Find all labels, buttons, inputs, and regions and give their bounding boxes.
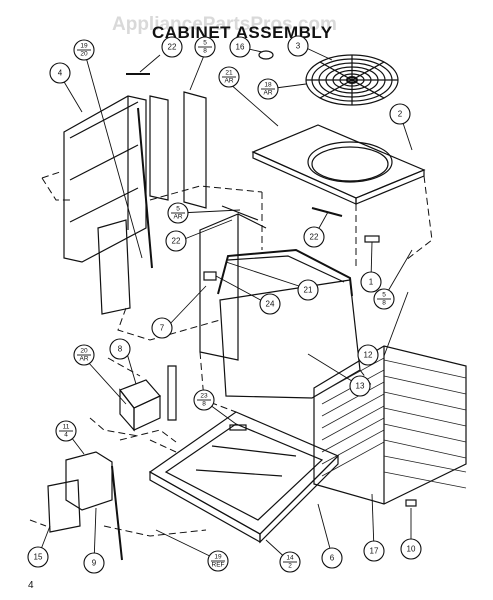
svg-text:18: 18 [264,82,272,89]
svg-text:16: 16 [236,43,245,52]
callout-4: 4 [49,62,71,84]
svg-text:8: 8 [118,345,123,354]
svg-text:2: 2 [398,110,403,119]
callout-22: 22 [161,36,183,58]
top-cover [251,124,426,205]
front-panel [63,95,153,269]
callout-22-right: 22 [303,226,325,248]
callout-3: 3 [287,35,309,57]
svg-text:21: 21 [225,70,233,77]
callout-14-2: 14 2 [279,551,301,573]
svg-text:21: 21 [304,286,313,295]
svg-text:17: 17 [370,547,379,556]
callout-22-left: 22 [165,230,187,252]
svg-text:3: 3 [296,42,301,51]
svg-text:4: 4 [64,432,68,439]
side-panels [97,91,267,361]
svg-text:8: 8 [382,300,386,307]
svg-text:14: 14 [286,555,294,562]
svg-text:REF: REF [212,562,225,569]
base-pan [148,411,340,544]
svg-text:AR: AR [224,78,233,85]
svg-text:6: 6 [330,554,335,563]
svg-text:9: 9 [92,559,97,568]
svg-text:24: 24 [266,300,275,309]
callout-8: 8 [109,338,131,360]
svg-text:22: 22 [310,233,319,242]
callout-19-20: 19 20 [73,39,95,61]
capacitor [167,365,177,421]
svg-text:4: 4 [58,69,63,78]
callout-6: 6 [321,547,343,569]
callout-24: 24 [259,293,281,315]
callout-11-4: 11 4 [55,420,77,442]
callout-13: 13 [349,375,371,397]
svg-text:5: 5 [176,206,180,213]
svg-text:1: 1 [369,278,374,287]
svg-text:22: 22 [172,237,181,246]
page-number: 4 [28,580,34,591]
callout-20-ar: 20 AR [73,344,95,366]
callout-5-ar: 5 AR [167,202,189,224]
svg-text:11: 11 [63,424,70,431]
condenser-coil [313,345,467,505]
contactor [119,379,161,432]
svg-text:10: 10 [407,545,416,554]
svg-text:22: 22 [168,43,177,52]
callout-12: 12 [357,344,379,366]
callout-10: 10 [400,538,422,560]
svg-text:5: 5 [203,40,207,47]
svg-text:AR: AR [173,214,182,221]
svg-text:AR: AR [79,356,88,363]
svg-text:19: 19 [214,554,222,561]
fan-guard [305,54,399,106]
svg-text:19: 19 [80,43,88,50]
svg-text:12: 12 [364,351,373,360]
diagram-title: CABINET ASSEMBLY [152,23,333,42]
callout-19-ref: 19 REF [207,550,229,572]
svg-text:5: 5 [382,292,386,299]
svg-text:20: 20 [80,348,88,355]
svg-text:20: 20 [80,51,88,58]
callout-7: 7 [151,317,173,339]
svg-text:7: 7 [160,324,165,333]
svg-text:13: 13 [356,382,365,391]
callout-16: 16 [229,36,251,58]
watermark: AppliancePartsPros.com [112,14,337,35]
terminal-box [47,451,113,533]
callout-18-ar: 18 AR [257,78,279,100]
svg-text:2: 2 [288,563,292,570]
callout-21-ar: 21 AR [218,66,240,88]
callout-21: 21 [297,279,319,301]
callout-23-8: 23 8 [193,389,215,411]
svg-text:15: 15 [34,553,43,562]
svg-text:AR: AR [263,90,272,97]
leader-lines [37,45,413,564]
svg-text:8: 8 [203,48,207,55]
callout-1: 1 [360,271,382,293]
control-box-cover [217,248,361,399]
callout-2: 2 [389,103,411,125]
callout-15: 15 [27,546,49,568]
callout-9: 9 [83,552,105,574]
callout-5-8-right: 5 8 [373,288,395,310]
callout-17: 17 [363,540,385,562]
svg-text:8: 8 [202,401,206,408]
svg-text:23: 23 [200,393,208,400]
callout-5-8: 5 8 [194,36,216,58]
